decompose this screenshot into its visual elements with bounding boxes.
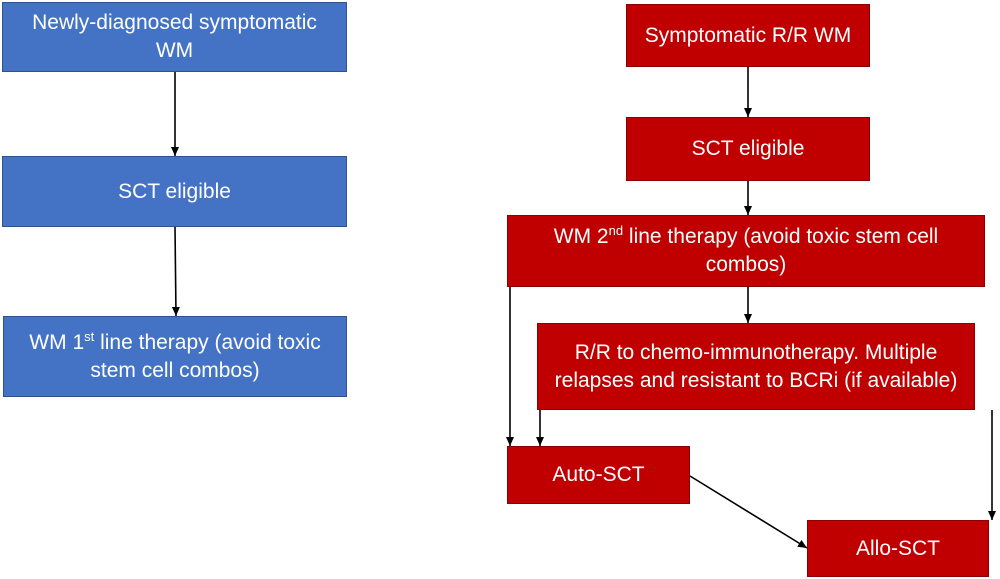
first-line-text-start: WM 1: [29, 330, 85, 354]
allo-sct-label: Allo-SCT: [855, 536, 940, 560]
right-sct-eligible-label: SCT eligible: [691, 137, 805, 160]
second-line-therapy-box: WM 2nd line therapy (avoid toxic stem ce…: [507, 215, 985, 287]
arrow-left-eligible-to-first-line: [171, 226, 180, 317]
symptomatic-rr-label: Symptomatic R/R WM: [644, 23, 852, 47]
first-line-therapy-box: WM 1st line therapy (avoid toxic stem ce…: [3, 316, 347, 397]
relapse-resistant-box: R/R to chemo-immunotherapy. Multiple rel…: [537, 323, 975, 410]
auto-sct-label: Auto-SCT: [552, 463, 645, 486]
first-line-therapy-label: WM 1st line therapy (avoid toxic stem ce…: [12, 329, 338, 385]
first-line-ordinal-suffix: st: [84, 328, 95, 344]
second-line-text-end: line therapy (avoid toxic stem cell comb…: [623, 225, 939, 276]
auto-sct-box: Auto-SCT: [507, 446, 690, 504]
newly-diagnosed-box: Newly-diagnosed symptomatic WM: [2, 2, 347, 72]
relapse-resistant-label: R/R to chemo-immunotherapy. Multiple rel…: [554, 340, 958, 392]
right-sct-eligible-box: SCT eligible: [626, 117, 870, 181]
second-line-therapy-label: WM 2nd line therapy (avoid toxic stem ce…: [516, 223, 976, 279]
allo-sct-box: Allo-SCT: [807, 520, 989, 577]
left-sct-eligible-label: SCT eligible: [118, 179, 231, 203]
symptomatic-rr-box: Symptomatic R/R WM: [626, 4, 870, 67]
left-sct-eligible-box: SCT eligible: [2, 156, 347, 227]
arrow-auto-sct-to-allo-sct: [689, 475, 808, 549]
second-line-text-start: WM 2: [553, 225, 609, 248]
newly-diagnosed-label: Newly-diagnosed symptomatic WM: [32, 11, 317, 62]
first-line-text-end: line therapy (avoid toxic stem cell comb…: [90, 330, 321, 382]
second-line-ordinal-suffix: nd: [608, 223, 624, 238]
